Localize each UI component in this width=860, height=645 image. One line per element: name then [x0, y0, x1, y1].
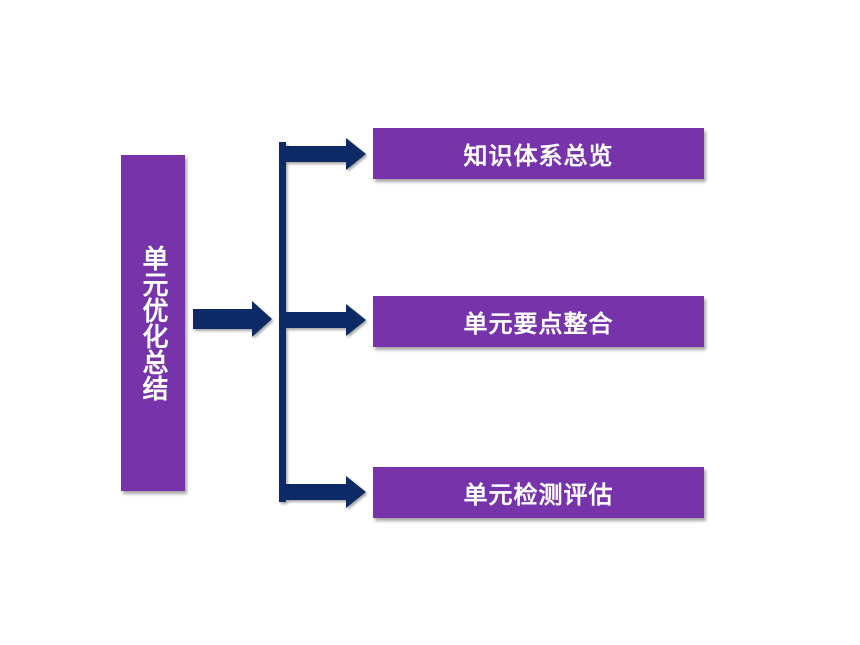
- branch-label-1: 知识体系总览: [463, 142, 614, 170]
- branch-box-knowledge-overview[interactable]: 知识体系总览: [373, 128, 704, 179]
- bracket-bar: [279, 142, 286, 502]
- branch-box-key-points[interactable]: 单元要点整合: [373, 296, 704, 347]
- branch-arrow-1: [286, 138, 366, 170]
- branch-arrow-3: [286, 476, 366, 508]
- branch-arrow-2: [286, 304, 366, 336]
- branch-label-2: 单元要点整合: [463, 310, 614, 338]
- root-box: 单元优化总结: [121, 155, 185, 491]
- branch-label-3: 单元检测评估: [463, 481, 614, 509]
- root-label: 单元优化总结: [138, 245, 168, 401]
- branch-box-assessment[interactable]: 单元检测评估: [373, 467, 704, 518]
- root-arrow: [193, 301, 272, 337]
